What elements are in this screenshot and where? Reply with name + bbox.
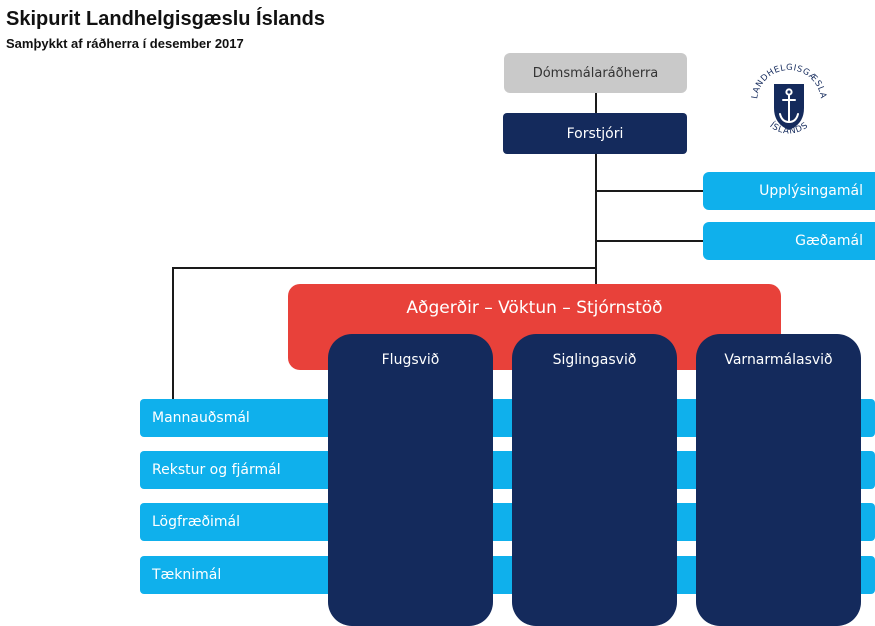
connector-director-trunk	[595, 154, 597, 284]
staff-unit-upplysingamal: Upplýsingamál	[703, 172, 875, 210]
division-varnarmalasvid: Varnarmálasvið	[696, 334, 861, 626]
division-siglingasvid: Siglingasvið	[512, 334, 677, 626]
anchor-icon	[779, 88, 799, 124]
connector-support-vertical	[172, 267, 174, 399]
staff-unit-gaedamal: Gæðamál	[703, 222, 875, 260]
minister-box: Dómsmálaráðherra	[504, 53, 687, 93]
connector-gaedamal	[595, 240, 703, 242]
coast-guard-logo: LANDHELGISGÆSLA ÍSLANDS	[750, 63, 827, 137]
connector-upplysingamal	[595, 190, 703, 192]
director-box: Forstjóri	[503, 113, 687, 154]
page-title: Skipurit Landhelgisgæslu Íslands	[6, 8, 325, 30]
division-flugsvid: Flugsvið	[328, 334, 493, 626]
connector-support-horizontal	[172, 267, 597, 269]
page-subtitle: Samþykkt af ráðherra í desember 2017	[6, 36, 244, 51]
connector-minister-director	[595, 93, 597, 113]
